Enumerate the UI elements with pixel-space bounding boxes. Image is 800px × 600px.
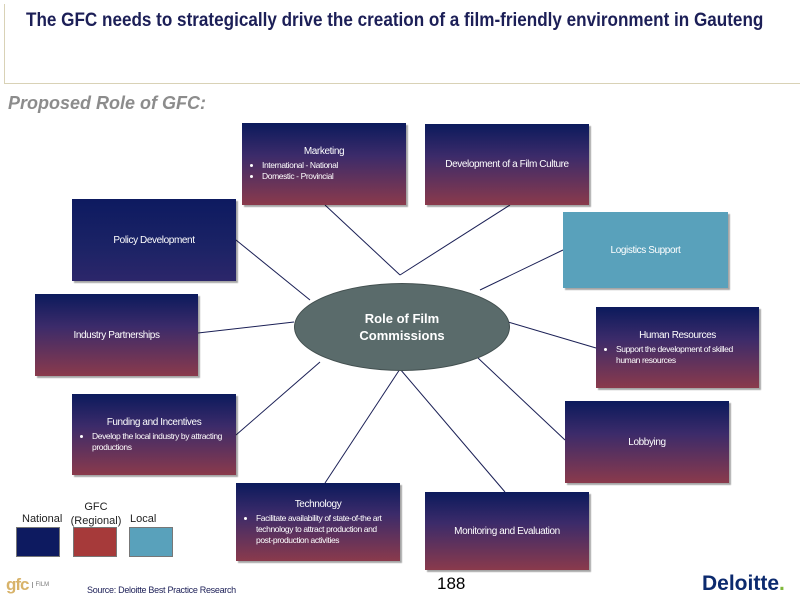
node-marketing: Marketing International - National Domes…	[242, 123, 406, 205]
deloitte-logo-dot: .	[779, 572, 785, 595]
node-marketing-bullet: Domestic - Provincial	[262, 171, 398, 182]
connector-monitoring	[399, 368, 506, 493]
node-logistics-label: Logistics Support	[610, 244, 681, 256]
center-label-line1: Role of Film	[364, 311, 440, 326]
connector-policy	[235, 239, 311, 301]
node-human-resources: Human Resources Support the development …	[596, 307, 759, 388]
connector-technology	[324, 368, 401, 484]
legend-swatch-local	[129, 527, 173, 557]
center-label-line2: Commissions	[359, 328, 445, 343]
node-lobbying: Lobbying	[565, 401, 729, 483]
node-monitoring-evaluation: Monitoring and Evaluation	[425, 492, 589, 570]
page-subtitle: Proposed Role of GFC:	[8, 93, 206, 113]
connector-industry	[197, 321, 295, 334]
node-industry-partnerships: Industry Partnerships	[35, 294, 198, 376]
source-note: Source: Deloitte Best Practice Research	[87, 585, 236, 595]
node-funding-bullets: Develop the local industry by attracting…	[72, 431, 236, 453]
page-number: 188	[437, 574, 466, 593]
node-marketing-bullet: International - National	[262, 160, 398, 171]
node-funding-bullet: Develop the local industry by attracting…	[92, 431, 228, 453]
node-technology-bullets: Facilitate availability of state-of-the …	[236, 513, 400, 546]
node-policy: Policy Development	[72, 199, 236, 281]
node-film-culture: Development of a Film Culture	[425, 124, 589, 205]
legend-gfc-line2: (Regional)	[70, 515, 122, 527]
gfc-logo: gfc FILM	[6, 575, 49, 595]
node-funding-incentives: Funding and Incentives Develop the local…	[72, 394, 236, 475]
node-hr-bullets: Support the development of skilled human…	[596, 344, 759, 366]
connector-lobbying	[477, 357, 566, 441]
title-frame	[4, 4, 800, 84]
deloitte-logo-text: Deloitte	[702, 572, 780, 595]
legend-gfc-line1: GFC	[84, 501, 108, 513]
node-technology-bullet: Facilitate availability of state-of-the …	[256, 513, 392, 546]
node-marketing-label: Marketing	[303, 146, 345, 157]
gfc-logo-text: gfc	[6, 575, 29, 594]
center-role-of-film-commissions: Role of Film Commissions	[294, 283, 510, 371]
legend-local-label: Local	[130, 513, 157, 525]
node-lobbying-label: Lobbying	[628, 436, 666, 448]
connector-hr	[507, 321, 597, 349]
legend-swatch-national	[16, 527, 60, 557]
connector-funding	[235, 361, 321, 436]
legend-national-label: National	[22, 513, 63, 525]
node-industry-label: Industry Partnerships	[73, 329, 160, 341]
node-policy-label: Policy Development	[113, 234, 195, 246]
node-technology: Technology Facilitate availability of st…	[236, 483, 400, 561]
legend-gfc-label: GFC (Regional)	[68, 500, 124, 528]
page-title: The GFC needs to strategically drive the…	[26, 10, 764, 31]
connector-marketing	[324, 204, 401, 276]
node-marketing-bullets: International - National Domestic - Prov…	[242, 160, 406, 182]
connector-film-culture	[399, 204, 511, 276]
node-hr-label: Human Resources	[639, 329, 716, 341]
deloitte-logo: Deloitte.	[702, 572, 785, 596]
node-funding-label: Funding and Incentives	[106, 416, 202, 428]
connector-logistics	[479, 249, 564, 291]
node-logistics: Logistics Support	[563, 212, 728, 288]
gfc-logo-sub: FILM	[31, 582, 49, 588]
node-hr-bullet: Support the development of skilled human…	[616, 344, 751, 366]
legend-swatch-regional	[73, 527, 117, 557]
node-technology-label: Technology	[294, 498, 342, 510]
node-monitoring-label: Monitoring and Evaluation	[454, 525, 560, 537]
node-film-culture-label: Development of a Film Culture	[445, 159, 569, 170]
